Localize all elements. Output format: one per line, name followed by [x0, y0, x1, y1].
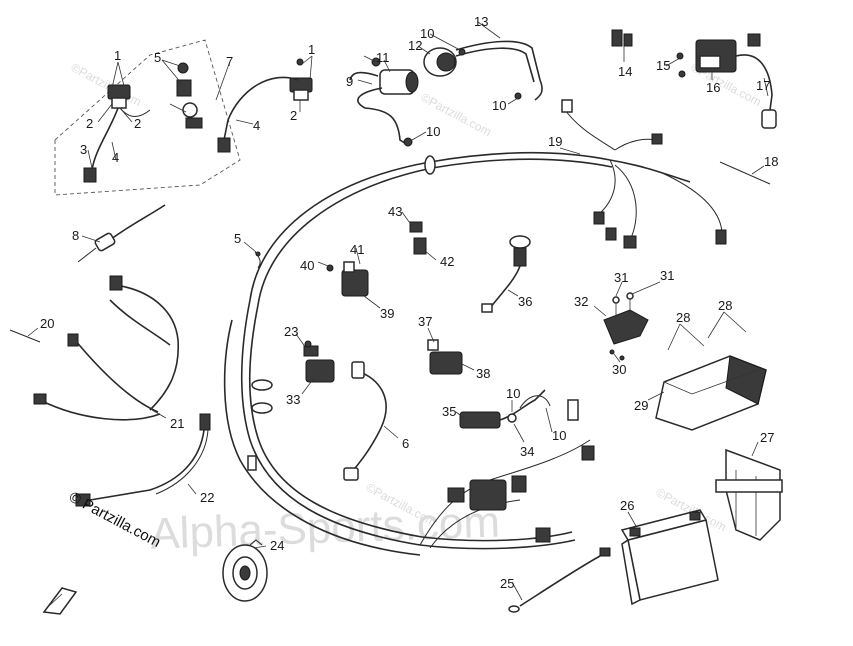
battery-holder: [715, 448, 783, 541]
sensor-bracket: [459, 389, 551, 429]
handlebar-switch-right: [217, 58, 313, 153]
callout-24: 24: [270, 538, 284, 553]
callout-19: 19: [548, 134, 562, 149]
callout-12: 12: [408, 38, 422, 53]
sensor-8: [77, 204, 166, 263]
callout-15: 15: [656, 58, 670, 73]
callout-6: 6: [402, 436, 409, 451]
callout-30: 30: [612, 362, 626, 377]
callout-36: 36: [518, 294, 532, 309]
callout-17: 17: [756, 78, 770, 93]
callout-9: 9: [346, 74, 353, 89]
watermark-stamp-1: ©Partzilla.com: [69, 60, 144, 109]
callout-5-middle: 5: [234, 231, 241, 246]
relay-39: [326, 261, 369, 297]
switch-assembly-frame: [54, 39, 241, 196]
callout-13: 13: [474, 14, 488, 29]
connector-pigtail-22: [75, 413, 211, 507]
callout-40: 40: [300, 258, 314, 273]
sensor-36: [481, 235, 531, 313]
callout-4-right: 4: [253, 118, 260, 133]
battery-cable: [508, 547, 611, 613]
callout-2-middle: 2: [134, 116, 141, 131]
callout-10-top: 10: [420, 26, 434, 41]
callout-10-bracket: 10: [506, 386, 520, 401]
callout-29: 29: [634, 398, 648, 413]
callout-14: 14: [618, 64, 632, 79]
regulator-rectifier: [603, 292, 649, 361]
callout-5-top: 5: [154, 50, 161, 65]
callout-10-pump: 10: [426, 124, 440, 139]
callout-8: 8: [72, 228, 79, 243]
horn: [222, 539, 268, 602]
callout-3: 3: [80, 142, 87, 157]
ecu-module: [655, 355, 767, 431]
callout-31-left: 31: [614, 270, 628, 285]
callout-1-left: 1: [114, 48, 121, 63]
callout-2-right: 2: [290, 108, 297, 123]
sub-harness-21: [33, 275, 180, 421]
callout-38: 38: [476, 366, 490, 381]
callout-7: 7: [226, 54, 233, 69]
callout-41: 41: [350, 242, 364, 257]
callout-37: 37: [418, 314, 432, 329]
callout-1-right: 1: [308, 42, 315, 57]
callout-22: 22: [200, 490, 214, 505]
copyright-text: © Partzilla.com: [66, 489, 163, 551]
callout-31-right: 31: [660, 268, 674, 283]
callout-11: 11: [376, 50, 390, 65]
main-wiring-harness: [223, 99, 727, 556]
handlebar-switch-left: [83, 84, 151, 183]
flasher-relay: [427, 339, 463, 375]
short-wire-lead: [343, 361, 387, 481]
callout-35: 35: [442, 404, 456, 419]
callout-34: 34: [520, 444, 534, 459]
callout-20: 20: [40, 316, 54, 331]
callout-18: 18: [764, 154, 778, 169]
callout-10-harness: 10: [552, 428, 566, 443]
callout-43: 43: [388, 204, 402, 219]
callout-32: 32: [574, 294, 588, 309]
callout-10-hose: 10: [492, 98, 506, 113]
callout-16: 16: [706, 80, 720, 95]
callout-26: 26: [620, 498, 634, 513]
connector-42-43: [409, 221, 427, 255]
ground-rod: [719, 161, 771, 185]
handlebar-switch-center: [176, 62, 203, 129]
battery: [620, 509, 719, 606]
callout-4-left: 4: [112, 150, 119, 165]
leader-lines: [27, 21, 769, 601]
callout-23: 23: [284, 324, 298, 339]
callout-39: 39: [380, 306, 394, 321]
callout-33: 33: [286, 392, 300, 407]
callout-42: 42: [440, 254, 454, 269]
callout-28-left: 28: [676, 310, 690, 325]
wire-stub-20: [9, 329, 41, 343]
relay-clip: [611, 29, 633, 47]
callout-27: 27: [760, 430, 774, 445]
callout-25: 25: [500, 576, 514, 591]
small-clips: [254, 137, 413, 269]
callout-labels: 1 1 2 2 2 3 4 4 5 5 6 7 8 9 10 10 10 10 …: [40, 14, 778, 591]
ignition-coil: [676, 33, 777, 129]
starter-relay: [303, 340, 335, 383]
direction-arrow-icon: [42, 587, 78, 615]
callout-28-right: 28: [718, 298, 732, 313]
callout-21: 21: [170, 416, 184, 431]
callout-2-left: 2: [86, 116, 93, 131]
